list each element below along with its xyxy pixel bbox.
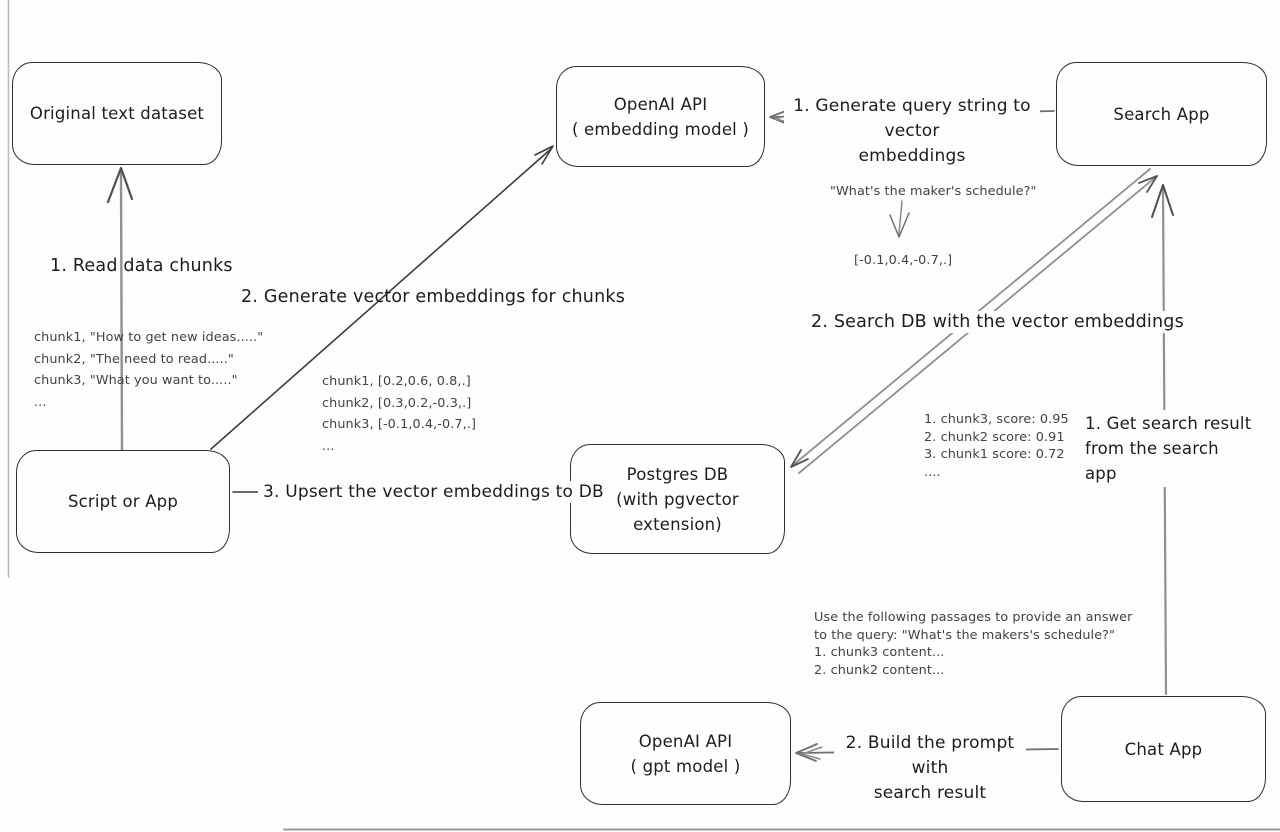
annotation-chunk-vectors: chunk1, [0.2,0.6, 0.8,.] chunk2, [0.3,0.… bbox=[322, 371, 476, 457]
node-label: Chat App bbox=[1124, 739, 1203, 759]
arrow-read-data-chunks bbox=[106, 166, 134, 452]
annotation-query-example: "What's the maker's schedule?" bbox=[830, 184, 1037, 199]
edge-label-generate-embeddings: 2. Generate vector embeddings for chunks bbox=[241, 287, 626, 307]
annotation-line: chunk3, [-0.1,0.4,-0.7,.] bbox=[322, 417, 477, 432]
annotation-line: to the query: "What's the makers's sched… bbox=[814, 627, 1116, 643]
node-script-or-app: Script or App bbox=[16, 450, 230, 553]
node-postgres-db: Postgres DB (with pgvector extension) bbox=[570, 444, 785, 554]
annotation-search-scores: 1. chunk3, score: 0.95 2. chunk2 score: … bbox=[924, 411, 1069, 481]
annotation-line: .... bbox=[924, 464, 941, 480]
edge-label-line1: 2. Build the prompt with bbox=[845, 733, 1015, 778]
edge-label-search-db: 2. Search DB with the vector embeddings bbox=[806, 311, 1189, 333]
annotation-line: chunk1, "How to get new ideas....." bbox=[34, 330, 264, 345]
annotation-query-vector: [-0.1,0.4,-0.7,.] bbox=[854, 253, 953, 268]
edge-label-read-data-chunks: 1. Read data chunks bbox=[50, 256, 233, 276]
edge-label-query-to-vector: 1. Generate query string to vector embed… bbox=[784, 93, 1040, 170]
node-label: Original text dataset bbox=[29, 104, 205, 123]
annotation-line: Use the following passages to provide an… bbox=[814, 610, 1133, 625]
canvas-frame bbox=[7, 0, 1280, 831]
node-openai-embedding: OpenAI API ( embedding model ) bbox=[556, 66, 765, 167]
node-original-text-dataset: Original text dataset bbox=[12, 62, 222, 165]
node-openai-gpt: OpenAI API ( gpt model ) bbox=[580, 702, 791, 805]
node-label-line2: ( embedding model ) bbox=[571, 119, 750, 139]
node-label-line2: (with pgvector extension) bbox=[616, 489, 739, 534]
annotation-line: 3. chunk1 score: 0.72 bbox=[924, 447, 1065, 462]
edge-label-line2: search result bbox=[873, 783, 987, 803]
node-label-line2: ( gpt model ) bbox=[630, 756, 741, 776]
annotation-prompt-preview: Use the following passages to provide an… bbox=[814, 609, 1133, 679]
node-chat-app: Chat App bbox=[1061, 696, 1266, 802]
node-search-app: Search App bbox=[1056, 62, 1267, 166]
node-label: Search App bbox=[1113, 104, 1210, 124]
annotation-line: 2. chunk2 content... bbox=[814, 662, 945, 678]
annotation-line: chunk1, [0.2,0.6, 0.8,.] bbox=[322, 374, 471, 389]
annotation-line: ... bbox=[34, 394, 47, 410]
node-label-line1: OpenAI API bbox=[613, 94, 708, 114]
edge-label-build-prompt: 2. Build the prompt with search result bbox=[834, 730, 1026, 807]
edge-label-upsert-embeddings: 3. Upsert the vector embeddings to DB bbox=[258, 481, 609, 503]
node-label-line1: OpenAI API bbox=[638, 731, 733, 751]
edge-label-line1: 1. Get search result bbox=[1085, 414, 1252, 433]
arrow-query-example-down bbox=[889, 200, 910, 238]
edge-label-get-search-result: 1. Get search result from the search app bbox=[1080, 410, 1260, 487]
annotation-line: 1. chunk3, score: 0.95 bbox=[924, 412, 1069, 427]
annotation-line: ... bbox=[322, 438, 335, 454]
annotation-line: 2. chunk2 score: 0.91 bbox=[924, 429, 1065, 445]
node-label-line1: Postgres DB bbox=[626, 464, 729, 484]
annotation-line: chunk3, "What you want to....." bbox=[34, 373, 238, 388]
edge-label-line2: embeddings bbox=[858, 146, 966, 166]
edge-label-line2: from the search app bbox=[1085, 439, 1219, 483]
edge-label-line1: 1. Generate query string to vector bbox=[793, 96, 1031, 141]
annotation-line: chunk2, "The need to read....." bbox=[34, 351, 234, 367]
annotation-line: 1. chunk3 content... bbox=[814, 645, 945, 660]
annotation-line: chunk2, [0.3,0.2,-0.3,.] bbox=[322, 395, 472, 411]
arrow-generate-embeddings bbox=[210, 145, 554, 450]
node-label: Script or App bbox=[67, 492, 179, 511]
annotation-data-chunks: chunk1, "How to get new ideas....." chun… bbox=[34, 327, 263, 413]
